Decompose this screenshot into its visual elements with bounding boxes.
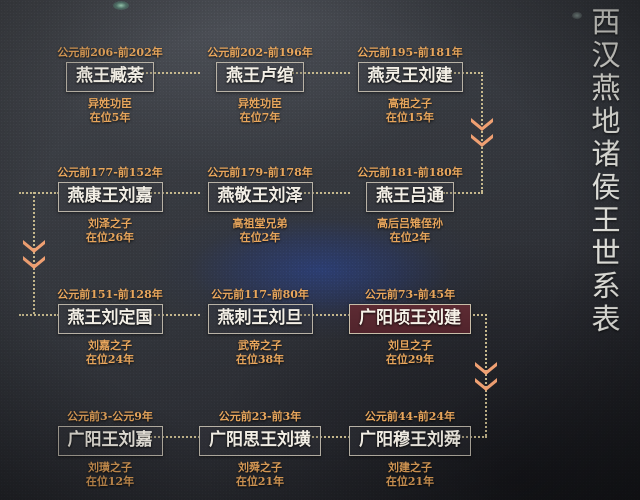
- cell-relation: 刘建之子: [388, 461, 432, 474]
- genealogy-cell[interactable]: 公元前202-前196年 燕王卢绾 异姓功臣 在位7年: [185, 46, 335, 125]
- cell-name-box[interactable]: 燕王卢绾: [216, 62, 304, 92]
- connector-r4c2-r4c1: [142, 436, 200, 438]
- cell-reign: 在位12年: [85, 475, 135, 488]
- cell-relation: 刘旦之子: [388, 339, 432, 352]
- genealogy-cell[interactable]: 公元前3-公元9年 广阳王刘嘉 刘璜之子 在位12年: [35, 410, 185, 489]
- cell-reign: 在位21年: [385, 475, 435, 488]
- cell-name-box[interactable]: 燕王吕通: [366, 182, 454, 212]
- vertical-title-char: 表: [591, 302, 621, 336]
- genealogy-cell[interactable]: 公元前44-前24年 广阳穆王刘舜 刘建之子 在位21年: [335, 410, 485, 489]
- cell-reign: 在位2年: [389, 231, 431, 244]
- connector-right-vertical-row3-row4: [485, 314, 487, 436]
- cell-name-box[interactable]: 燕王臧荼: [66, 62, 154, 92]
- cell-name-box[interactable]: 广阳顷王刘建: [349, 304, 471, 334]
- connector-r1c2-r1c3: [292, 72, 350, 74]
- cell-name-box[interactable]: 广阳思王刘璜: [199, 426, 321, 456]
- genealogy-cell[interactable]: 公元前177-前152年 燕康王刘嘉 刘泽之子 在位26年: [35, 166, 185, 245]
- genealogy-cell[interactable]: 公元前195-前181年 燕灵王刘建 高祖之子 在位15年: [335, 46, 485, 125]
- cell-relation: 刘舜之子: [238, 461, 282, 474]
- cell-relation: 刘泽之子: [88, 217, 132, 230]
- cell-relation: 武帝之子: [238, 339, 282, 352]
- genealogy-cell[interactable]: 公元前23-前3年 广阳思王刘璜 刘舜之子 在位21年: [185, 410, 335, 489]
- cell-relation: 高后吕雉侄孙: [377, 217, 443, 230]
- genealogy-cell-highlighted[interactable]: 公元前73-前45年 广阳顷王刘建 刘旦之子 在位29年: [335, 288, 485, 367]
- cell-reign: 在位26年: [85, 231, 135, 244]
- cell-name-box[interactable]: 燕刺王刘旦: [207, 304, 313, 334]
- cell-name-box[interactable]: 燕康王刘嘉: [57, 182, 163, 212]
- connector-r3c1-r3c2: [142, 314, 200, 316]
- cell-name-box[interactable]: 广阳王刘嘉: [57, 426, 163, 456]
- cell-relation: 刘嘉之子: [88, 339, 132, 352]
- cell-name-box[interactable]: 燕灵王刘建: [357, 62, 463, 92]
- genealogy-cell[interactable]: 公元前206-前202年 燕王臧荼 异姓功臣 在位5年: [35, 46, 185, 125]
- cell-relation: 异姓功臣: [88, 97, 132, 110]
- cell-reign: 在位21年: [235, 475, 285, 488]
- connector-right-vertical-row1-row2: [481, 72, 483, 192]
- cell-year: 公元前23-前3年: [218, 410, 302, 423]
- cell-year: 公元前179-前178年: [207, 166, 313, 179]
- vertical-title-char: 王: [591, 203, 621, 237]
- connector-r2c2-r2c1: [142, 192, 200, 194]
- connector-r4c3-r4c2: [292, 436, 350, 438]
- cell-reign: 在位38年: [235, 353, 285, 366]
- cell-year: 公元前117-前80年: [211, 288, 309, 301]
- cell-year: 公元前202-前196年: [207, 46, 313, 59]
- connector-into-r2c3: [443, 192, 483, 194]
- genealogy-cell[interactable]: 公元前117-前80年 燕刺王刘旦 武帝之子 在位38年: [185, 288, 335, 367]
- cell-reign: 在位24年: [85, 353, 135, 366]
- cell-name-box[interactable]: 广阳穆王刘舜: [349, 426, 471, 456]
- cell-reign: 在位5年: [89, 111, 131, 124]
- genealogy-cell[interactable]: 公元前151-前128年 燕王刘定国 刘嘉之子 在位24年: [35, 288, 185, 367]
- cell-name-box[interactable]: 燕敬王刘泽: [207, 182, 313, 212]
- connector-left-vertical-row2-row3: [33, 192, 35, 314]
- cell-year: 公元前73-前45年: [364, 288, 456, 301]
- connector-r1c3-right: [443, 72, 483, 74]
- genealogy-cell[interactable]: 公元前179-前178年 燕敬王刘泽 高祖堂兄弟 在位2年: [185, 166, 335, 245]
- panel-vertical-title: 西汉燕地诸侯王世系表: [580, 6, 632, 336]
- vertical-title-char: 系: [591, 269, 621, 303]
- cell-reign: 在位2年: [239, 231, 281, 244]
- cell-reign: 在位7年: [239, 111, 281, 124]
- cell-name-box[interactable]: 燕王刘定国: [57, 304, 163, 334]
- cell-relation: 高祖之子: [388, 97, 432, 110]
- vertical-title-char: 汉: [591, 38, 621, 72]
- vertical-title-char: 地: [591, 104, 621, 138]
- cell-year: 公元前44-前24年: [364, 410, 456, 423]
- connector-r1c1-r1c2: [142, 72, 200, 74]
- connector-into-r3c1: [19, 314, 59, 316]
- cell-year: 公元前181-前180年: [357, 166, 463, 179]
- cell-reign: 在位29年: [385, 353, 435, 366]
- genealogy-cell[interactable]: 公元前181-前180年 燕王吕通 高后吕雉侄孙 在位2年: [335, 166, 485, 245]
- lens-flare-icon: [113, 1, 129, 10]
- cell-relation: 异姓功臣: [238, 97, 282, 110]
- cell-year: 公元前195-前181年: [357, 46, 463, 59]
- vertical-title-char: 燕: [591, 71, 621, 105]
- cell-reign: 在位15年: [385, 111, 435, 124]
- vertical-title-char: 侯: [591, 170, 621, 204]
- connector-r3c2-r3c3: [292, 314, 350, 316]
- cell-year: 公元前177-前152年: [57, 166, 163, 179]
- cell-year: 公元前151-前128年: [57, 288, 163, 301]
- connector-r2c1-left: [19, 192, 59, 194]
- cell-relation: 高祖堂兄弟: [232, 217, 288, 230]
- cell-year: 公元前206-前202年: [57, 46, 163, 59]
- vertical-title-char: 世: [591, 236, 621, 270]
- cell-relation: 刘璜之子: [88, 461, 132, 474]
- connector-r2c3-r2c2: [292, 192, 350, 194]
- connector-into-r4c3: [447, 436, 487, 438]
- cell-year: 公元前3-公元9年: [67, 410, 153, 423]
- vertical-title-char: 诸: [591, 137, 621, 171]
- vertical-title-char: 西: [591, 5, 621, 39]
